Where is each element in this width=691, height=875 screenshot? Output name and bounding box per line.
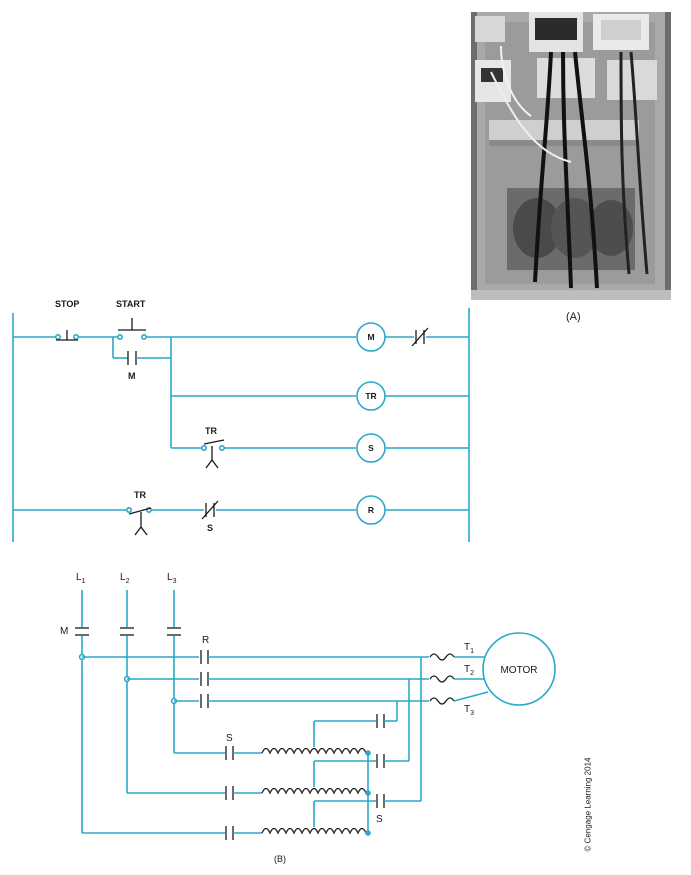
s-wye-contacts xyxy=(376,714,385,808)
s-nc-contact xyxy=(201,500,219,520)
autotransformer-coils xyxy=(261,747,367,835)
tr-contact2-label: TR xyxy=(134,490,146,500)
power-circuit: L1 L2 L3 M R xyxy=(60,572,556,864)
copyright: © Cengage Learning 2014 xyxy=(583,757,593,852)
s-top-label: S xyxy=(226,733,233,744)
r-label: R xyxy=(202,635,209,646)
motor-label: MOTOR xyxy=(500,665,537,676)
t1-label: T1 xyxy=(464,642,474,655)
diagram-caption: (B) xyxy=(274,854,286,864)
r-contacts xyxy=(200,650,209,708)
m-main-label: M xyxy=(60,626,68,637)
m-seal-in-contact xyxy=(127,351,137,365)
s-bottom-label: S xyxy=(376,814,383,825)
m-main-contacts xyxy=(75,627,181,636)
t3-label: T3 xyxy=(464,704,474,717)
stop-label: STOP xyxy=(55,299,79,309)
overload-contact xyxy=(411,327,429,347)
m-coil-label: M xyxy=(367,332,374,342)
control-circuit: STOP START M M TR xyxy=(12,299,470,542)
r-coil-label: R xyxy=(368,505,374,515)
l1-label: L1 xyxy=(76,572,86,585)
tr-coil-label: TR xyxy=(365,391,376,401)
l2-label: L2 xyxy=(120,572,130,585)
s-coil-label: S xyxy=(368,443,374,453)
l3-label: L3 xyxy=(167,572,177,585)
tr-nc-timed-contact xyxy=(126,506,153,536)
stop-button xyxy=(54,330,80,341)
m-contact-label: M xyxy=(128,371,136,381)
s-contacts xyxy=(225,746,234,840)
motor xyxy=(482,632,556,706)
tr-timed-contact xyxy=(201,439,226,469)
overload-heaters xyxy=(429,653,455,705)
start-button xyxy=(117,318,148,340)
s-contact-label: S xyxy=(207,523,213,533)
t2-label: T2 xyxy=(464,664,474,677)
panel-photo xyxy=(471,12,671,300)
photo-caption: (A) xyxy=(566,311,581,323)
start-label: START xyxy=(116,299,146,309)
tr-contact1-label: TR xyxy=(205,426,217,436)
